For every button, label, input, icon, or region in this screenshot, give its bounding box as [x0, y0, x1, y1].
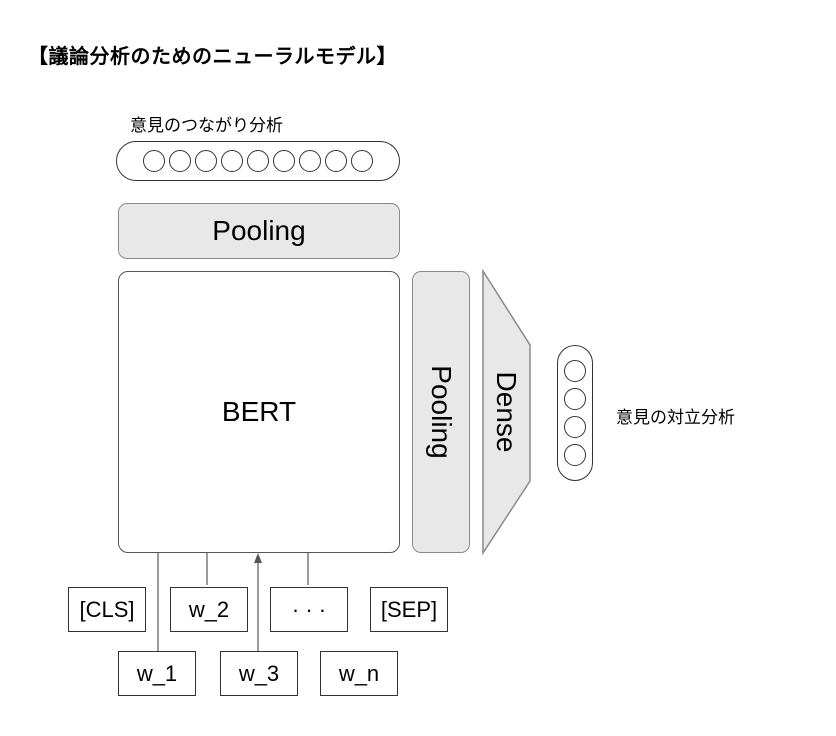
dense-layer-shape — [482, 268, 531, 556]
output-unit-circle — [325, 150, 347, 172]
dense-label: Dense — [491, 371, 522, 453]
output-unit-circle — [247, 150, 269, 172]
link-analysis-label: 意見のつながり分析 — [130, 116, 283, 136]
output-unit-circle — [299, 150, 321, 172]
stance-output-layer — [557, 345, 593, 481]
output-unit-circle — [564, 444, 586, 466]
link-output-layer — [116, 141, 400, 181]
output-unit-circle — [564, 388, 586, 410]
output-unit-circle — [564, 416, 586, 438]
token-sep: [SEP] — [370, 587, 448, 632]
output-unit-circle — [195, 150, 217, 172]
output-unit-circle — [169, 150, 191, 172]
pooling-side-label: Pooling — [426, 365, 457, 459]
token-w1: w_1 — [118, 651, 196, 696]
arrowhead-w3 — [254, 553, 262, 563]
token-w2: w_2 — [170, 587, 248, 632]
pooling-top-block: Pooling — [118, 203, 400, 259]
output-unit-circle — [221, 150, 243, 172]
stance-analysis-label: 意見の対立分析 — [616, 408, 735, 428]
output-unit-circle — [564, 360, 586, 382]
pooling-side-block: Pooling — [412, 271, 470, 553]
token-wn: w_n — [320, 651, 398, 696]
output-unit-circle — [273, 150, 295, 172]
token-w3: w_3 — [220, 651, 298, 696]
bert-block: BERT — [118, 271, 400, 553]
diagram-title: 【議論分析のためのニューラルモデル】 — [28, 44, 397, 68]
token-cls: [CLS] — [68, 587, 146, 632]
output-unit-circle — [351, 150, 373, 172]
output-unit-circle — [143, 150, 165, 172]
token-ellipsis: · · · — [270, 587, 348, 632]
